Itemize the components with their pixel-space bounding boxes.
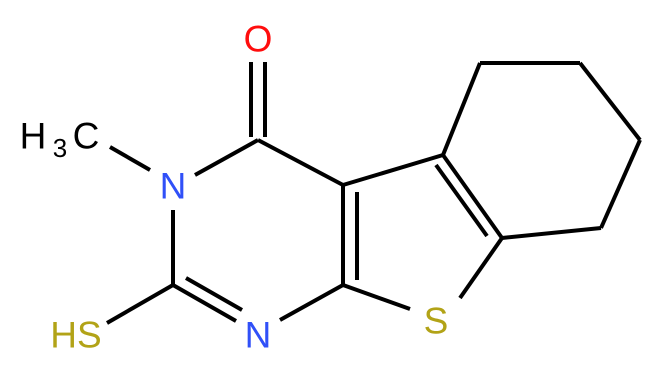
bond-c4-n3 bbox=[194, 138, 259, 177]
bond-c7b-c3a-a bbox=[441, 153, 504, 240]
bond-layer bbox=[106, 61, 642, 325]
atom-label-layer: O H 3 C N N S HS bbox=[20, 19, 449, 356]
bond-c6-c7 bbox=[578, 61, 642, 142]
bond-c2-sh bbox=[106, 283, 174, 325]
methyl-carbon-label: C bbox=[73, 116, 100, 157]
nitrogen-n1-label: N bbox=[245, 315, 272, 356]
bond-c7b-c3a-b bbox=[434, 163, 489, 238]
sulfur-ring-label: S bbox=[424, 301, 449, 342]
oxygen-atom-label: O bbox=[244, 19, 273, 60]
methyl-subscript-label: 3 bbox=[53, 133, 67, 163]
bond-c2-n1-b bbox=[185, 276, 243, 312]
nitrogen-n3-label: N bbox=[160, 166, 187, 207]
bond-n1-c7a bbox=[279, 283, 344, 322]
bond-c7-c8 bbox=[599, 139, 642, 229]
bond-c8-c7b bbox=[501, 226, 602, 240]
methyl-hydrogen-label: H bbox=[20, 116, 47, 157]
bond-c4-c4a bbox=[257, 138, 344, 187]
thiol-label: HS bbox=[50, 315, 101, 356]
bond-s-c7b bbox=[458, 236, 504, 300]
bond-c3a-c5 bbox=[441, 62, 482, 156]
bond-n3-methyl bbox=[109, 145, 151, 172]
bond-c3a-c4a bbox=[342, 153, 444, 187]
bond-c7a-s bbox=[342, 283, 411, 311]
bond-c2-n1-a bbox=[172, 283, 237, 323]
